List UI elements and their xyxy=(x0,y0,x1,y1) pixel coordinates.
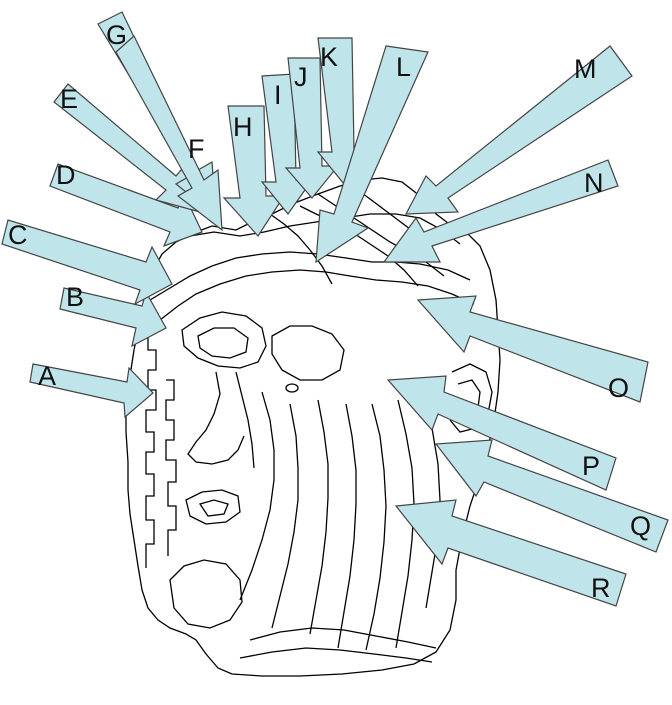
arrow-label-e: E xyxy=(60,84,78,114)
right-eye-socket xyxy=(272,326,344,380)
arrow-label-h: H xyxy=(233,112,253,142)
mouth-inner xyxy=(200,500,228,516)
voxel-head xyxy=(126,178,500,676)
neck-contour xyxy=(250,628,436,648)
chin xyxy=(170,560,242,628)
arrow-label-q: Q xyxy=(630,511,651,541)
arrow-label-c: C xyxy=(8,220,28,250)
neck-contour xyxy=(240,648,432,662)
arrow-a: A xyxy=(30,361,153,417)
arrow-label-f: F xyxy=(188,134,205,164)
arrow-label-b: B xyxy=(66,282,84,312)
voxel-steps xyxy=(166,380,176,556)
nose xyxy=(188,372,244,464)
cheek-contour xyxy=(272,404,298,628)
mouth xyxy=(186,490,240,524)
arrow-label-n: N xyxy=(584,168,604,198)
arrow-o: O xyxy=(418,296,648,403)
left-eye-socket xyxy=(182,312,266,368)
arrow-label-d: D xyxy=(56,160,76,190)
cheek-contour xyxy=(310,400,328,634)
cheek-contour xyxy=(240,392,274,600)
nose-bridge xyxy=(236,372,254,468)
arrow-label-l: L xyxy=(396,52,411,82)
cheek-contour xyxy=(366,404,386,650)
head-outline xyxy=(126,178,500,676)
arrow-c: C xyxy=(2,220,172,304)
arrow-label-p: P xyxy=(582,451,600,481)
voxel-steps xyxy=(140,330,156,568)
arrow-label-o: O xyxy=(608,373,629,403)
cheek-contour xyxy=(338,404,356,648)
arrow-label-m: M xyxy=(574,54,597,84)
arrow-label-j: J xyxy=(294,62,308,92)
arrow-label-i: I xyxy=(274,80,282,110)
arrow-shape xyxy=(2,220,172,304)
left-eye-socket-inner xyxy=(198,328,248,358)
contour-line xyxy=(160,270,474,320)
arrow-label-k: K xyxy=(320,42,338,72)
arrow-label-a: A xyxy=(38,361,56,391)
pupil xyxy=(286,384,298,392)
arrow-label-r: R xyxy=(591,573,611,603)
